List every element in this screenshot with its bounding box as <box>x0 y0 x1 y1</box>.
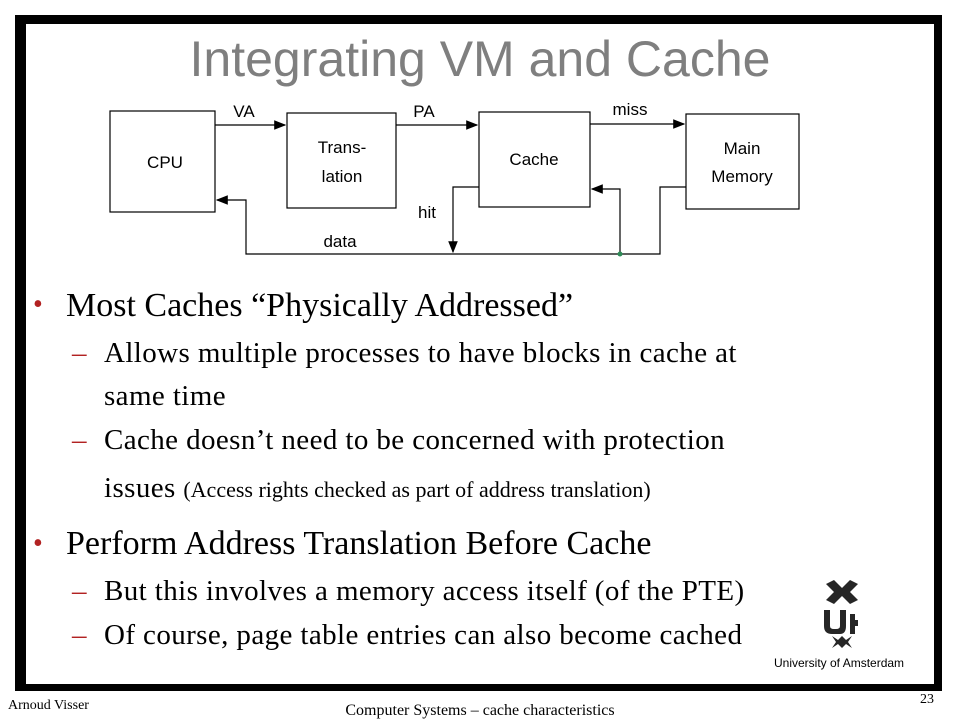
author: Arnoud Visser <box>8 698 89 713</box>
junction-dot <box>617 251 623 257</box>
data-return-path <box>215 186 686 255</box>
bullet-1: Most Caches “Physically Addressed” <box>66 287 574 324</box>
subitem-1-1-line1: Allows multiple processes to have blocks… <box>104 337 737 369</box>
translation-label-2: lation <box>322 167 363 186</box>
bullet-marker: • <box>33 528 43 559</box>
dash-marker: – <box>72 575 87 607</box>
translation-box <box>286 112 397 209</box>
data-label: data <box>323 232 357 251</box>
va-label: VA <box>233 102 255 121</box>
subitem-1-2-note: (Access rights checked as part of addres… <box>183 477 651 502</box>
miss-label: miss <box>613 100 648 119</box>
university-logo-icon <box>824 580 858 648</box>
subitem-1-2-main: issues <box>104 472 184 504</box>
hit-label: hit <box>418 203 436 222</box>
footer-course-title: Computer Systems – cache characteristics <box>345 702 615 719</box>
subitem-1-2-line1: Cache doesn’t need to be concerned with … <box>104 424 725 456</box>
dash-marker: – <box>72 337 87 369</box>
bullet-2: Perform Address Translation Before Cache <box>66 525 652 562</box>
slide-title: Integrating VM and Cache <box>189 31 771 87</box>
main-memory-label-1: Main <box>724 139 761 158</box>
subitem-1-2-line2: issues (Access rights checked as part of… <box>104 472 651 505</box>
dash-marker: – <box>72 424 87 456</box>
subitem-1-1-line2: same time <box>104 380 226 412</box>
cpu-box <box>109 110 216 213</box>
page-number: 23 <box>920 692 934 707</box>
fill-path <box>590 184 621 254</box>
cache-box <box>478 111 591 208</box>
translation-label-1: Trans- <box>318 138 367 157</box>
bullet-marker: • <box>33 289 43 320</box>
cpu-label: CPU <box>147 153 183 172</box>
main-memory-box <box>685 113 800 210</box>
dash-marker: – <box>72 619 87 651</box>
university-label: University of Amsterdam <box>774 656 905 670</box>
pa-label: PA <box>413 102 435 121</box>
subitem-2-2: Of course, page table entries can also b… <box>104 619 743 651</box>
cache-label: Cache <box>509 150 558 169</box>
hit-path <box>448 186 479 254</box>
subitem-2-1: But this involves a memory access itself… <box>104 575 745 607</box>
main-memory-label-2: Memory <box>711 167 773 186</box>
